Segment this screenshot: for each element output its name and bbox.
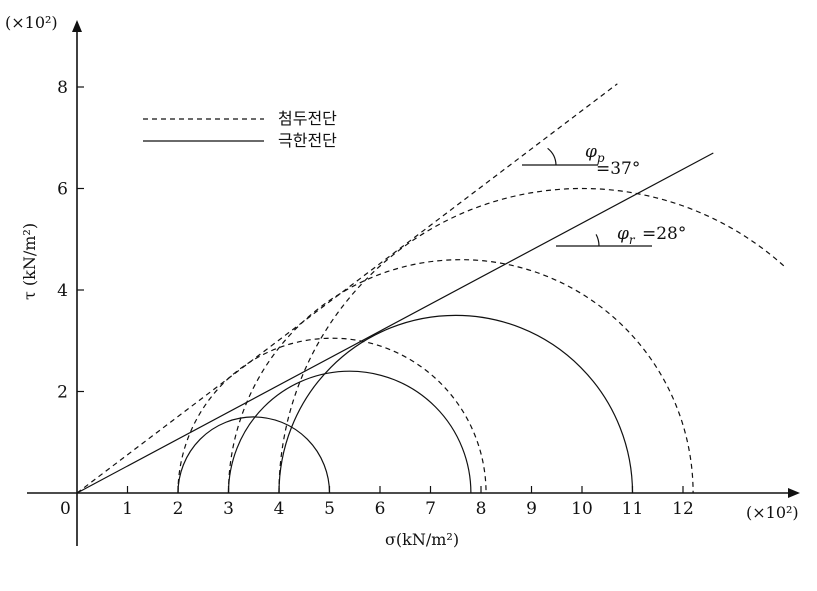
y-axis-scale-label: (×10²)	[5, 13, 58, 32]
x-tick-label-7: 7	[425, 499, 436, 519]
mohr-circle-dashed-2-8.1	[177, 337, 487, 493]
peak-angle-arc	[547, 147, 557, 166]
x-tick-label-2: 2	[173, 499, 184, 519]
residual-sub: r	[629, 233, 636, 247]
x-tick-label-10: 10	[571, 499, 593, 519]
x-tick-label-11: 11	[622, 499, 644, 519]
mohr-circle-solid-3-7.8	[227, 370, 472, 493]
origin-label: 0	[60, 499, 71, 519]
residual-angle-annotation: φr =28°	[556, 224, 686, 247]
mohr-circle-solid-4-11	[278, 314, 634, 493]
x-tick-label-6: 6	[375, 499, 386, 519]
residual-angle-value: =28°	[642, 224, 686, 244]
peak-angle-value: =37°	[596, 159, 640, 179]
residual-phi: φ	[617, 224, 629, 244]
residual-angle-symbol: φr	[617, 224, 636, 247]
y-tick-label-8: 8	[57, 78, 68, 98]
x-tick-label-12: 12	[672, 499, 694, 519]
x-tick-label-5: 5	[324, 499, 335, 519]
peak-angle-annotation: φp =37°	[522, 142, 640, 179]
residual-angle-arc	[595, 234, 600, 247]
envelope-peak-line	[76, 83, 618, 493]
peak-angle-symbol: φp	[585, 142, 605, 165]
legend-peak-label: 첨두전단	[278, 109, 337, 128]
x-tick-label-4: 4	[274, 499, 285, 519]
x-axis-title: σ(kN/m²)	[385, 530, 459, 549]
x-axis-scale-label: (×10²)	[746, 503, 799, 522]
y-tick-label-2: 2	[57, 383, 68, 403]
y-scale-text: (×10²)	[5, 13, 58, 32]
x-tick-label-8: 8	[476, 499, 487, 519]
envelope-residual-line	[76, 152, 714, 493]
y-tick-label-6: 6	[57, 180, 68, 200]
legend: 첨두전단 극한전단	[143, 109, 337, 150]
mohr-circle-dashed-3-12.2	[227, 258, 694, 493]
x-tick-label-1: 1	[122, 499, 133, 519]
y-axis-title: τ (kN/m²)	[20, 223, 39, 300]
mohr-circle-solid-2-5	[177, 416, 331, 493]
peak-sub: p	[597, 151, 605, 165]
y-tick-label-4: 4	[57, 281, 68, 301]
peak-phi: φ	[585, 142, 597, 162]
x-tick-label-3: 3	[223, 499, 234, 519]
legend-residual-label: 극한전단	[278, 131, 337, 150]
x-scale-text: (×10²)	[746, 503, 799, 522]
x-tick-label-9: 9	[526, 499, 537, 519]
